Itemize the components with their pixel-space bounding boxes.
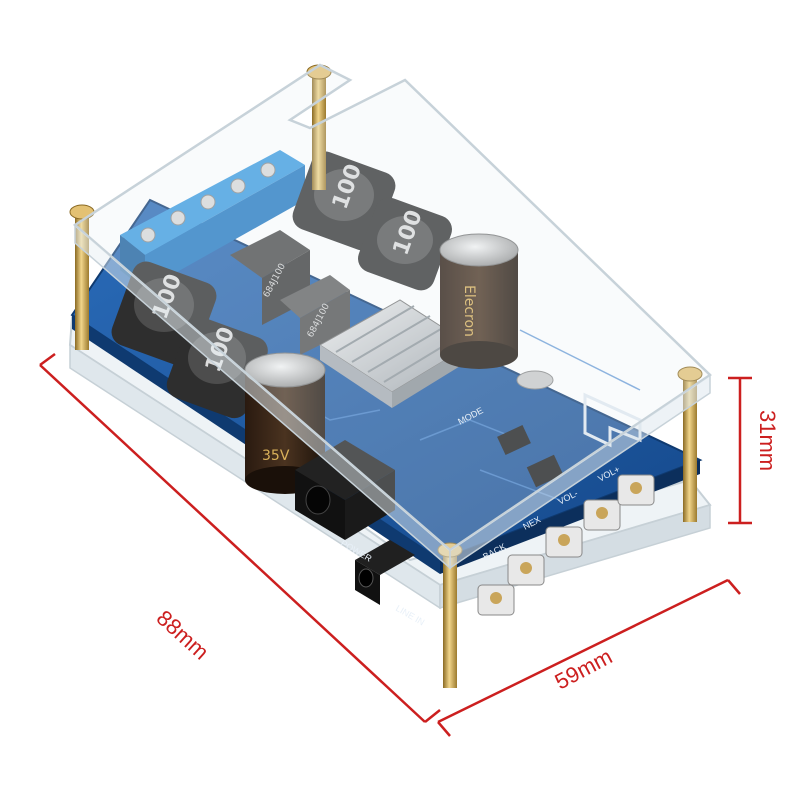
dimension-height (728, 376, 752, 525)
inductor: 100 (358, 197, 452, 291)
dimension-length (39, 352, 441, 723)
tactile-buttons (477, 474, 655, 616)
dimension-width (437, 578, 741, 737)
dimension-height-label: 31mm (755, 410, 780, 471)
button-back (477, 584, 515, 616)
svg-text:35V: 35V (262, 448, 290, 464)
screw-terminal-block (120, 150, 305, 290)
button-next (507, 554, 545, 586)
svg-text:Elecron: Elecron (461, 285, 477, 337)
audio-line-in-jack (355, 540, 415, 605)
button-vol-plus (583, 499, 621, 531)
button-mode (617, 474, 655, 506)
ic-chip (526, 454, 564, 488)
film-capacitors: 684J100 684J100 (230, 230, 350, 355)
bluetooth-antenna (583, 392, 642, 448)
ic-chip (497, 425, 531, 455)
crystal-oscillator (516, 370, 554, 390)
dimension-length-label: 88mm (152, 605, 214, 664)
silk-line-in-label: LINE IN (394, 603, 426, 627)
button-vol-minus (545, 526, 583, 558)
top-acrylic-plate (72, 63, 712, 570)
electrolytic-capacitor: Elecron (439, 233, 519, 369)
